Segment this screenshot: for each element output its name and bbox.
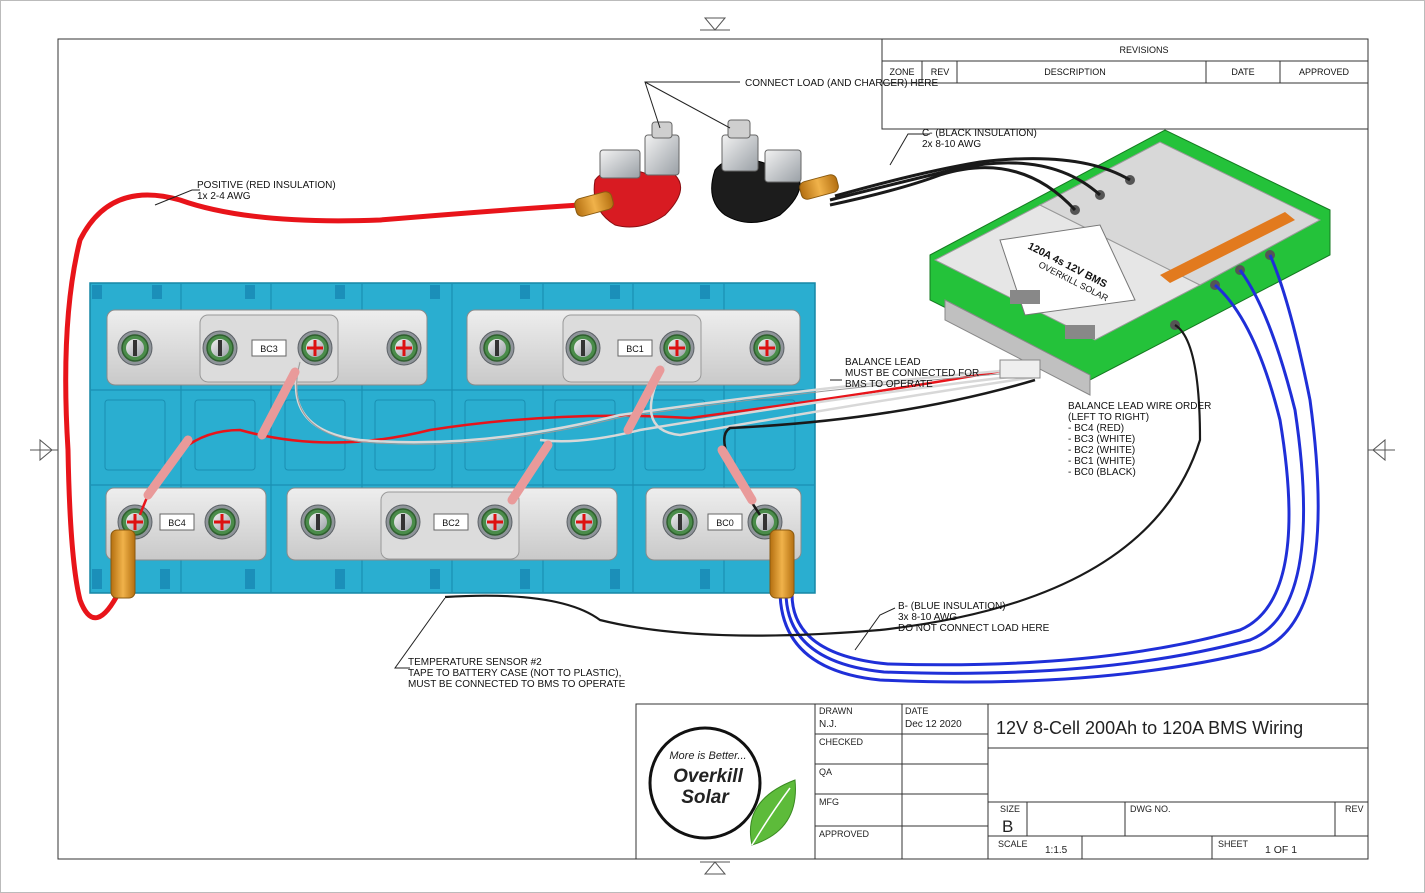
logo-word2: Solar: [681, 787, 730, 808]
drawing-title: 12V 8-Cell 200Ah to 120A BMS Wiring: [996, 718, 1303, 738]
leader-lines: [154, 81, 930, 669]
positive-terminal-icon: [117, 330, 785, 540]
tb-dwg-label: DWG NO.: [1130, 804, 1171, 814]
callout-temp-line3: MUST BE CONNECTED TO BMS TO OPERATE: [408, 679, 626, 690]
callout-connect-load: CONNECT LOAD (AND CHARGER) HERE: [745, 78, 938, 89]
positive-wire: [63, 192, 581, 621]
negative-terminal-icon: [117, 330, 783, 540]
tb-sheet-value: 1 OF 1: [1265, 844, 1297, 856]
logo-word1: Overkill: [673, 766, 743, 787]
positive-bus-terminal: [574, 121, 682, 228]
revisions-title: REVISIONS: [1119, 45, 1168, 55]
cell-label-bc4: BC4: [168, 518, 186, 528]
negative-bus-terminal: [711, 119, 839, 223]
tb-scale-label: SCALE: [998, 839, 1028, 849]
cell-label-bc3: BC3: [260, 344, 278, 354]
callout-positive-line1: POSITIVE (RED INSULATION): [197, 180, 336, 191]
revisions-col-date: DATE: [1231, 67, 1254, 77]
callout-order-item: - BC1 (WHITE): [1068, 456, 1135, 467]
cell-label-bc0: BC0: [716, 518, 734, 528]
tb-rev-label: REV: [1345, 804, 1364, 814]
revisions-table: REVISIONS ZONE REV DESCRIPTION DATE APPR…: [881, 38, 1369, 130]
tb-drawn-label: DRAWN: [819, 706, 853, 716]
callout-order-title2: (LEFT TO RIGHT): [1068, 412, 1149, 423]
cell-label-bc1: BC1: [626, 344, 644, 354]
tb-drawn-value: N.J.: [819, 719, 837, 730]
tb-date-value: Dec 12 2020: [905, 719, 962, 730]
zone-arrow-left-icon: [30, 438, 58, 462]
callout-b-minus-line3: DO NOT CONNECT LOAD HERE: [898, 623, 1050, 634]
zone-arrow-right-icon: [1368, 438, 1395, 462]
callout-b-minus-line1: B- (BLUE INSULATION): [898, 601, 1006, 612]
c-minus-wires: [829, 157, 1131, 212]
balance-connector-icon: [999, 359, 1041, 379]
tb-qa-label: QA: [819, 767, 832, 777]
callout-c-minus-line1: C- (BLACK INSULATION): [922, 128, 1037, 139]
callouts: CONNECT LOAD (AND CHARGER) HERE POSITIVE…: [197, 78, 1211, 690]
cell-labels: BC3 BC1 BC4 BC2 BC0: [159, 339, 743, 531]
main-lugs: [110, 529, 795, 599]
callout-balance-line3: BMS TO OPERATE: [845, 379, 933, 390]
revisions-col-rev: REV: [931, 67, 950, 77]
callout-order-item: - BC3 (WHITE): [1068, 434, 1135, 445]
tb-mfg-label: MFG: [819, 797, 839, 807]
tb-size-label: SIZE: [1000, 804, 1020, 814]
callout-b-minus-line2: 3x 8-10 AWG: [898, 612, 957, 623]
tb-sheet-label: SHEET: [1218, 839, 1249, 849]
callout-order-item: - BC0 (BLACK): [1068, 467, 1136, 478]
callout-temp-line1: TEMPERATURE SENSOR #2: [408, 657, 542, 668]
tb-approved-label: APPROVED: [819, 829, 870, 839]
revisions-col-description: DESCRIPTION: [1044, 67, 1106, 77]
logo-tagline: More is Better...: [669, 750, 746, 762]
callout-balance-line1: BALANCE LEAD: [845, 357, 921, 368]
terminals: [117, 330, 785, 540]
revisions-col-approved: APPROVED: [1299, 67, 1350, 77]
balance-lead-wires: [138, 359, 1036, 516]
zone-arrow-top-icon: [700, 17, 730, 31]
tb-scale-value: 1:1.5: [1045, 845, 1068, 856]
callout-positive-line2: 1x 2-4 AWG: [197, 191, 251, 202]
callout-order-item: - BC2 (WHITE): [1068, 445, 1135, 456]
temperature-sensor-wire: [444, 324, 1202, 637]
callout-order-title1: BALANCE LEAD WIRE ORDER: [1068, 401, 1211, 412]
revisions-col-zone: ZONE: [889, 67, 914, 77]
tb-date-label: DATE: [905, 706, 928, 716]
cell-label-bc2: BC2: [442, 518, 460, 528]
callout-c-minus-line2: 2x 8-10 AWG: [922, 139, 981, 150]
zone-arrow-bottom-icon: [700, 861, 730, 875]
tb-size-value: B: [1002, 817, 1013, 836]
callout-balance-line2: MUST BE CONNECTED FOR: [845, 368, 979, 379]
tb-checked-label: CHECKED: [819, 737, 864, 747]
callout-temp-line2: TAPE TO BATTERY CASE (NOT TO PLASTIC),: [408, 668, 621, 679]
callout-order-item: - BC4 (RED): [1068, 423, 1124, 434]
b-minus-wires: [778, 254, 1320, 684]
bms-board: 120A 4s 12V BMS OVERKILL SOLAR: [929, 129, 1331, 396]
overkill-solar-logo: More is Better... Overkill Solar: [648, 726, 796, 846]
